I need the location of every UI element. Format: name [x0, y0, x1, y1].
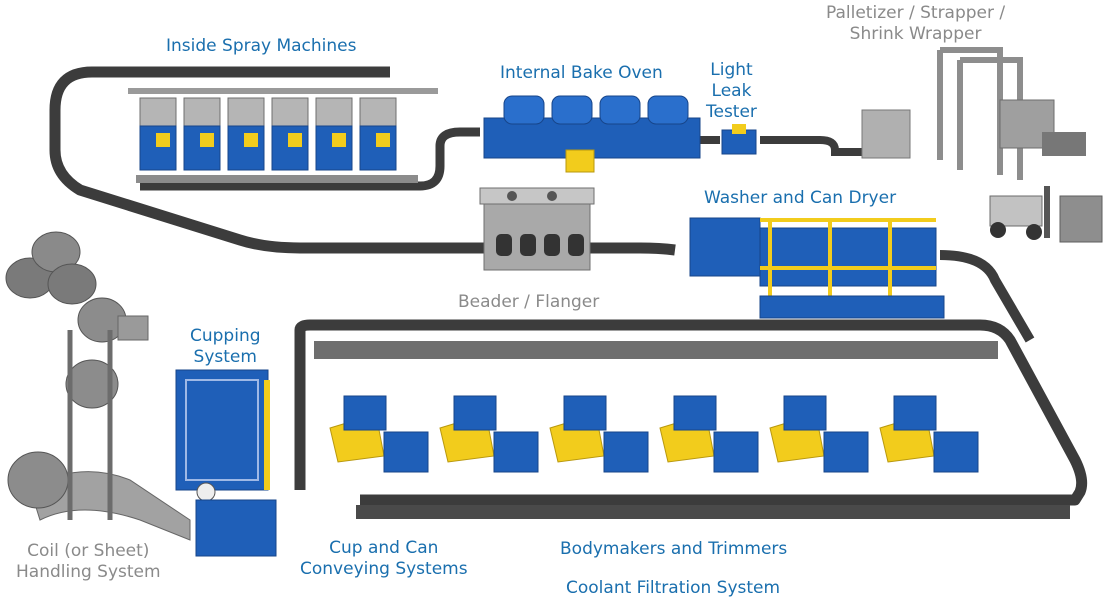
forklift [989, 186, 1050, 240]
spray-machine-4 [271, 97, 309, 171]
spray-base-rail [136, 175, 418, 183]
label-coolant-filtration: Coolant Filtration System [566, 578, 781, 598]
palletizer [861, 47, 1103, 243]
label-bodymakers-trimmers: Bodymakers and Trimmers [560, 539, 788, 559]
bodymaker-1 [329, 395, 429, 473]
internal-bake-oven [483, 95, 701, 173]
spray-rail [128, 88, 438, 94]
cupping-system [175, 369, 277, 557]
beader-flanger [479, 187, 595, 271]
label-coil-handling: Coil (or Sheet)Handling System [16, 541, 161, 582]
label-internal-bake-oven: Internal Bake Oven [500, 63, 663, 83]
spray-machine-2 [183, 97, 221, 171]
coil-handling-system [5, 231, 191, 541]
bodymaker-2 [439, 395, 539, 473]
bodymakers-and-trimmers [329, 395, 979, 473]
washer-infeed-conveyor [939, 250, 1035, 343]
bodymaker-3 [549, 395, 649, 473]
label-beader-flanger: Beader / Flanger [458, 292, 600, 312]
spray-machine-5 [315, 97, 353, 171]
spray-machine-1 [139, 97, 177, 171]
inside-spray-machines [128, 88, 438, 183]
label-inside-spray-machines: Inside Spray Machines [166, 36, 357, 56]
spray-outfeed-conveyor [140, 127, 480, 191]
label-palletizer: Palletizer / Strapper /Shrink Wrapper [826, 3, 1006, 44]
light-leak-tester [721, 124, 757, 155]
lower-conveyor-loop [294, 319, 1088, 506]
label-washer-can-dryer: Washer and Can Dryer [704, 188, 897, 208]
bodymaker-4 [659, 395, 759, 473]
spray-machine-6 [359, 97, 397, 171]
upper-conveyor [49, 66, 676, 256]
bodymaker-6 [879, 395, 979, 473]
spray-machine-3 [227, 97, 265, 171]
washer-can-dryer [689, 217, 945, 319]
bodymaker-5 [769, 395, 869, 473]
oven-to-palletizer-conveyor [700, 136, 880, 156]
